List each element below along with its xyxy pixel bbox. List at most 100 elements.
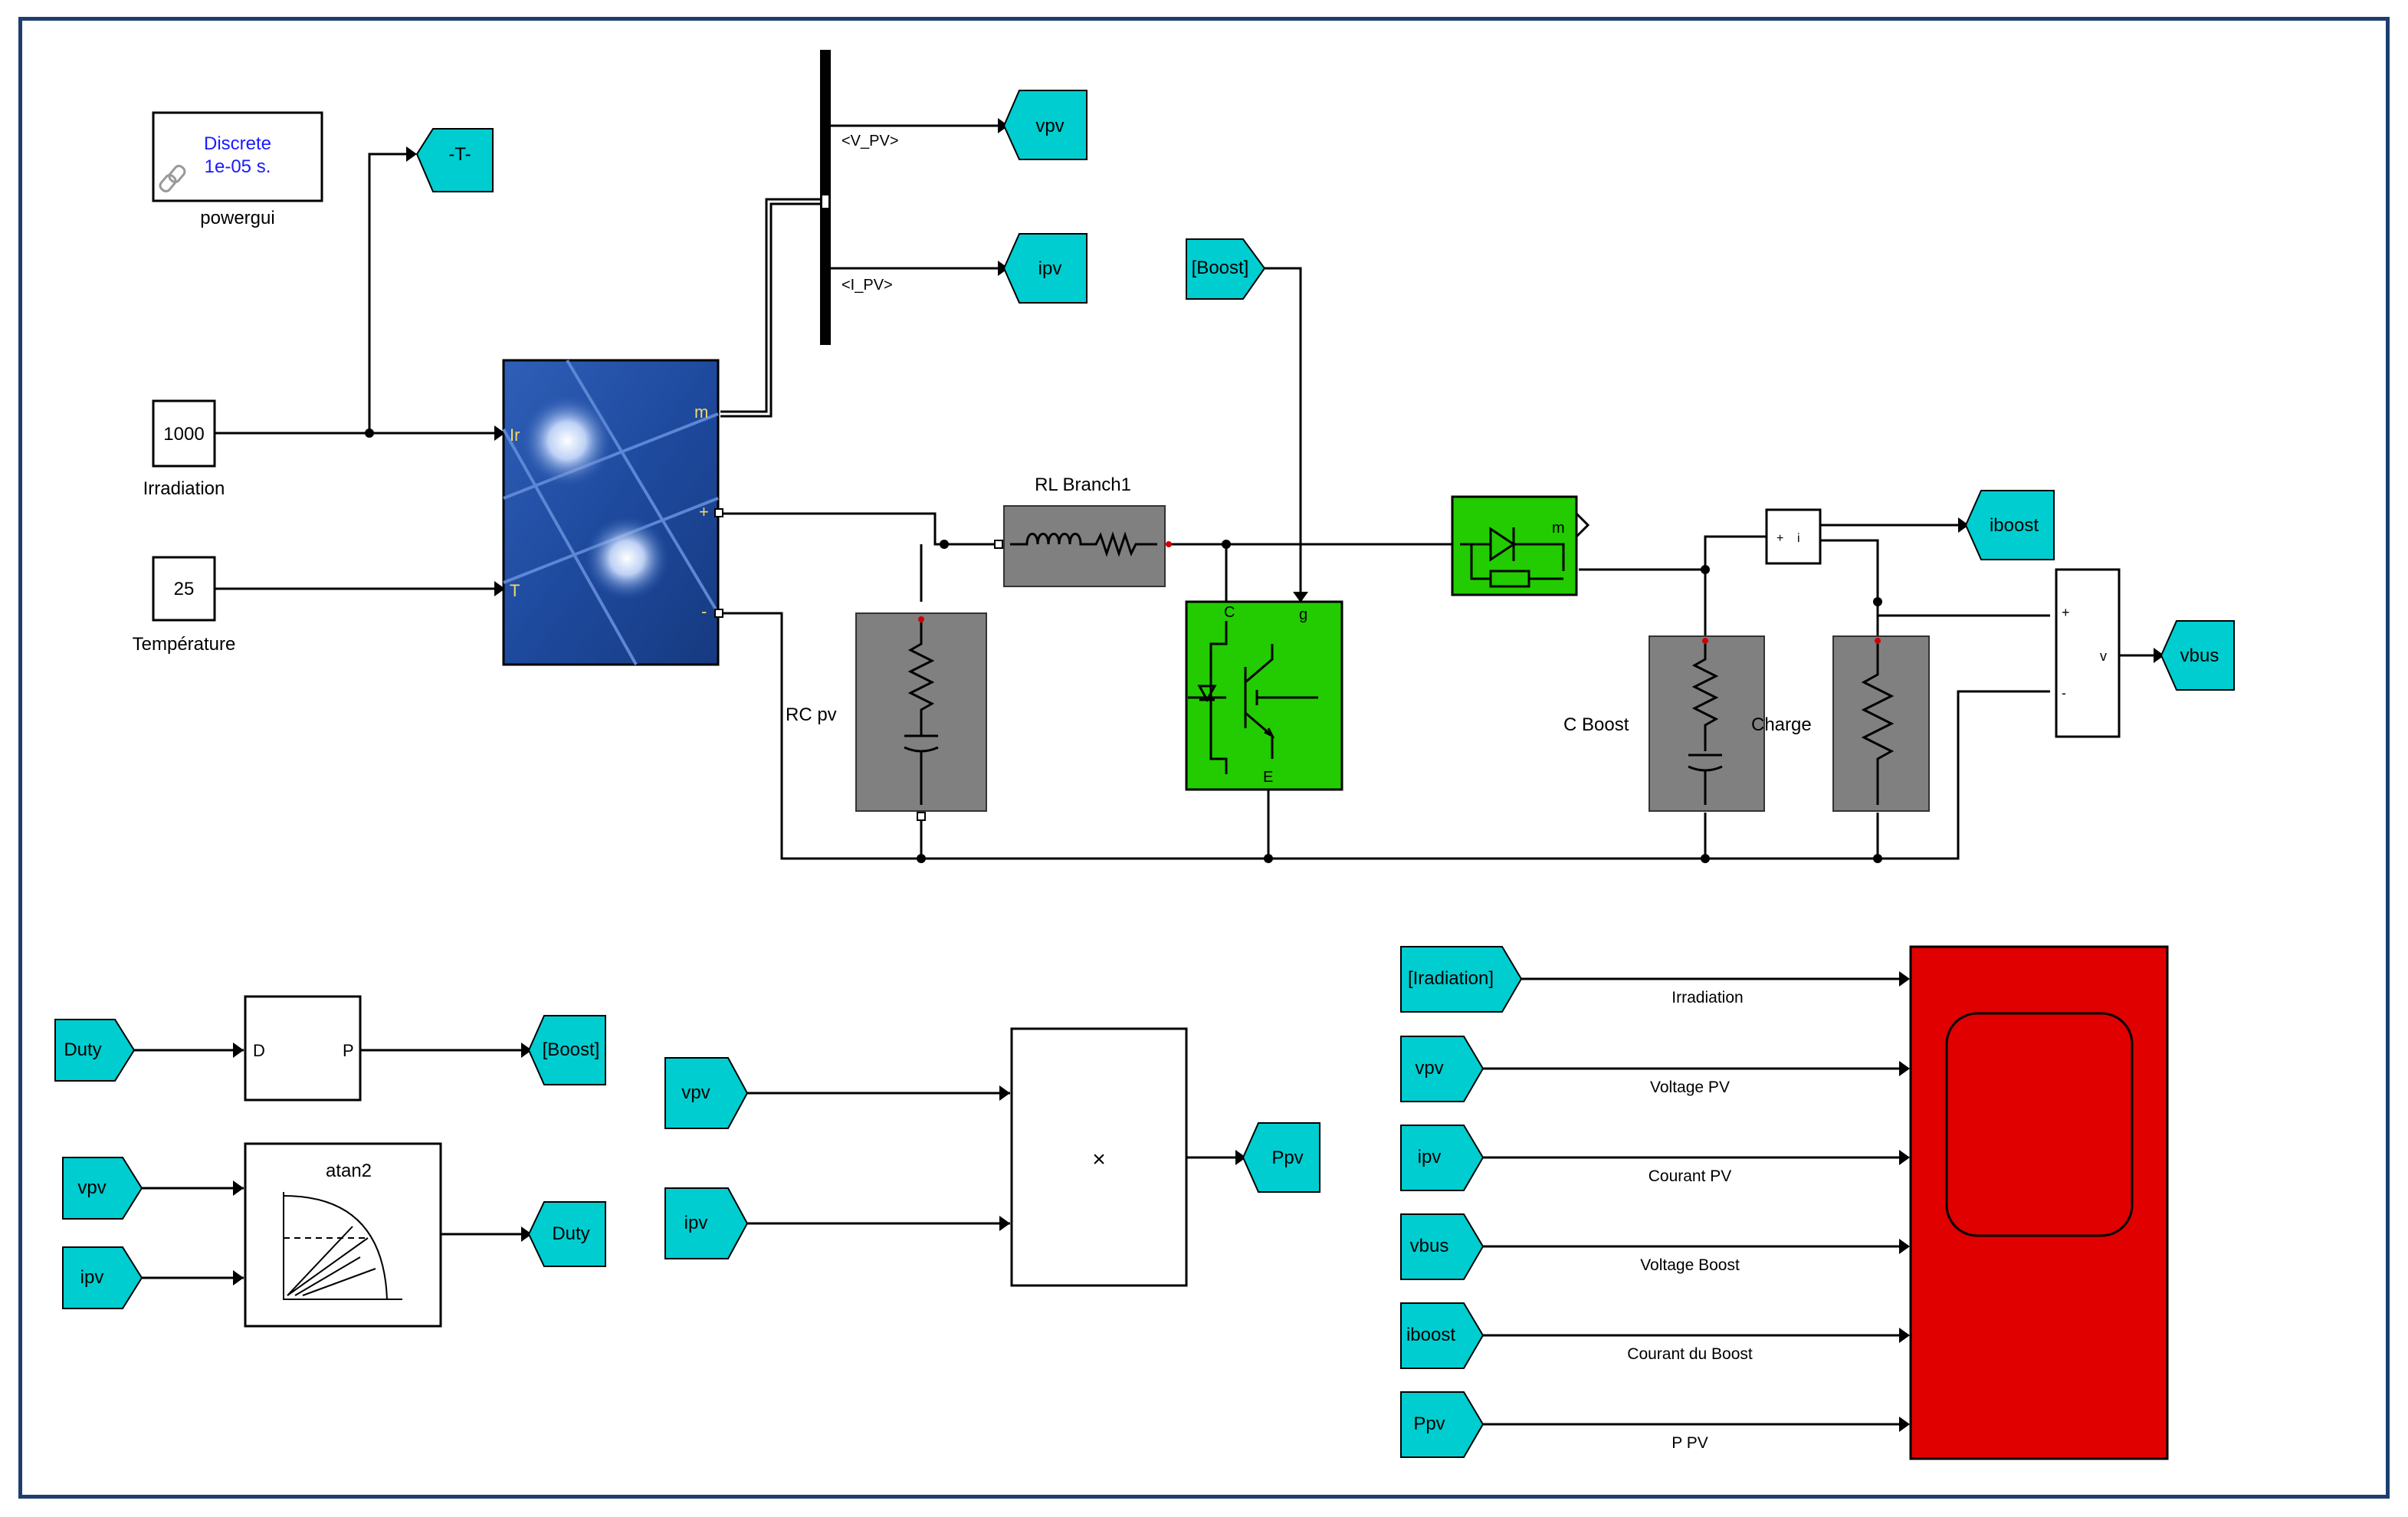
from-ipv-3[interactable]: ipv: [1400, 1125, 1484, 1191]
svg-text:v: v: [2100, 649, 2107, 664]
goto-t-label: -T-: [448, 144, 471, 165]
goto-ipv[interactable]: ipv: [1002, 233, 1088, 304]
rc-pv-block[interactable]: RC pv: [786, 612, 987, 821]
from-boost[interactable]: [Boost]: [1186, 238, 1266, 300]
pv-array-block[interactable]: Ir T m + -: [502, 359, 723, 666]
from-iboost[interactable]: iboost: [1400, 1302, 1484, 1369]
c-boost-symbol: [1688, 644, 1723, 805]
pv-port-ir: Ir: [510, 425, 520, 445]
charge-label: Charge: [1751, 714, 1812, 735]
from-ipv-2[interactable]: ipv: [664, 1187, 749, 1259]
from-boost-label: [Boost]: [1192, 258, 1249, 278]
from-ppv-label: Ppv: [1413, 1414, 1445, 1434]
goto-duty[interactable]: Duty: [527, 1201, 606, 1267]
from-vbus-label: vbus: [1410, 1236, 1449, 1256]
from-duty-label: Duty: [64, 1039, 101, 1060]
from-ipv-2-label: ipv: [684, 1213, 708, 1233]
goto-ppv-label: Ppv: [1271, 1148, 1303, 1168]
pv-port-minus: -: [701, 602, 707, 621]
signal-label: Voltage PV: [1650, 1079, 1730, 1096]
bus-vpv-label: <V_PV>: [841, 133, 899, 149]
product-block[interactable]: ×: [1010, 1027, 1188, 1287]
pv-port-t: T: [510, 581, 520, 600]
rc-pv-label: RC pv: [786, 704, 837, 725]
bus-selector[interactable]: <V_PV> <I_PV>: [820, 50, 899, 345]
goto-ppv[interactable]: Ppv: [1242, 1122, 1320, 1193]
from-vpv-3[interactable]: vpv: [1400, 1036, 1484, 1102]
charge-block[interactable]: Charge: [1751, 635, 1930, 812]
svg-text:i: i: [1797, 532, 1800, 545]
inductor-resistor-symbol: [1010, 531, 1157, 557]
igbt-symbol: [1188, 621, 1318, 774]
scope-signal-labels: Irradiation Voltage PV Courant PV Voltag…: [1627, 989, 1753, 1452]
from-vpv-2[interactable]: vpv: [664, 1057, 749, 1129]
from-vpv-2-label: vpv: [681, 1082, 710, 1103]
goto-t[interactable]: -T-: [415, 128, 494, 192]
from-irradiation[interactable]: [Iradiation]: [1400, 946, 1523, 1013]
goto-ipv-label: ipv: [1038, 258, 1062, 279]
powergui-block[interactable]: Discrete 1e-05 s. powergui: [152, 111, 323, 228]
powergui-label: powergui: [200, 208, 274, 228]
igbt-e-label: E: [1263, 769, 1273, 786]
goto-boost[interactable]: [Boost]: [527, 1015, 606, 1085]
link-icon: [159, 165, 186, 192]
igbt-g-label: g: [1299, 606, 1307, 623]
svg-text:+: +: [2062, 605, 2070, 620]
irradiation-value: 1000: [163, 424, 204, 445]
c-boost-block[interactable]: C Boost: [1563, 635, 1765, 812]
goto-boost-label: [Boost]: [543, 1039, 600, 1060]
from-vpv-3-label: vpv: [1415, 1058, 1443, 1079]
rc-symbol: [904, 622, 939, 805]
signal-label: Courant PV: [1649, 1167, 1732, 1185]
temperature-label: Température: [133, 634, 236, 655]
from-ppv[interactable]: Ppv: [1400, 1391, 1484, 1458]
rl-branch-label: RL Branch1: [1035, 474, 1131, 495]
product-symbol: ×: [1092, 1147, 1106, 1172]
signal-label: P PV: [1671, 1434, 1708, 1452]
from-ipv-1[interactable]: ipv: [62, 1246, 143, 1309]
from-vpv-1[interactable]: vpv: [62, 1157, 143, 1220]
from-ipv-3-label: ipv: [1418, 1147, 1442, 1167]
powergui-mode: Discrete: [204, 133, 271, 154]
from-vbus[interactable]: vbus: [1400, 1213, 1484, 1280]
arrowheads: [233, 118, 2164, 1432]
from-duty[interactable]: Duty: [54, 1019, 136, 1082]
rl-branch-block[interactable]: RL Branch1: [994, 474, 1172, 587]
diode-m-label: m: [1552, 520, 1565, 537]
goto-iboost-label: iboost: [1990, 515, 2039, 536]
scope-block[interactable]: [1909, 945, 2169, 1460]
junction-dots: [365, 429, 1882, 863]
c-boost-label: C Boost: [1563, 714, 1629, 735]
from-irradiation-label: [Iradiation]: [1408, 968, 1494, 989]
bus-ipv-label: <I_PV>: [841, 277, 893, 294]
from-ipv-1-label: ipv: [80, 1267, 104, 1288]
constant-temperature[interactable]: 25 Température: [133, 556, 236, 655]
temperature-value: 25: [174, 579, 195, 599]
atan2-label: atan2: [326, 1161, 372, 1181]
svg-text:-: -: [2062, 685, 2066, 701]
duty-to-pulse-block[interactable]: D P: [244, 995, 362, 1102]
constant-irradiation[interactable]: 1000 Irradiation: [143, 399, 225, 499]
voltage-measurement-block[interactable]: + v -: [2055, 568, 2121, 738]
goto-vbus[interactable]: vbus: [2160, 620, 2235, 691]
signal-label: Voltage Boost: [1640, 1256, 1740, 1274]
goto-vpv-label: vpv: [1035, 116, 1064, 136]
pv-port-plus: +: [699, 502, 709, 521]
goto-iboost[interactable]: iboost: [1964, 490, 2055, 560]
diode-block[interactable]: m: [1451, 495, 1590, 596]
dp-p-label: P: [343, 1041, 354, 1060]
diode-symbol: [1460, 527, 1565, 588]
wires: [134, 124, 2154, 1426]
scope-screen-icon: [1945, 1012, 2134, 1237]
atan2-icon: [283, 1192, 402, 1300]
dp-d-label: D: [253, 1041, 265, 1060]
irradiation-label: Irradiation: [143, 478, 225, 499]
goto-vbus-label: vbus: [2180, 645, 2219, 666]
atan2-block[interactable]: atan2: [244, 1142, 442, 1328]
goto-vpv[interactable]: vpv: [1002, 90, 1088, 160]
svg-text:+: +: [1776, 532, 1783, 545]
current-measurement-block[interactable]: + i: [1765, 508, 1822, 565]
from-vpv-1-label: vpv: [77, 1177, 106, 1198]
pv-port-m: m: [694, 402, 708, 422]
igbt-block[interactable]: C g E: [1185, 600, 1343, 791]
